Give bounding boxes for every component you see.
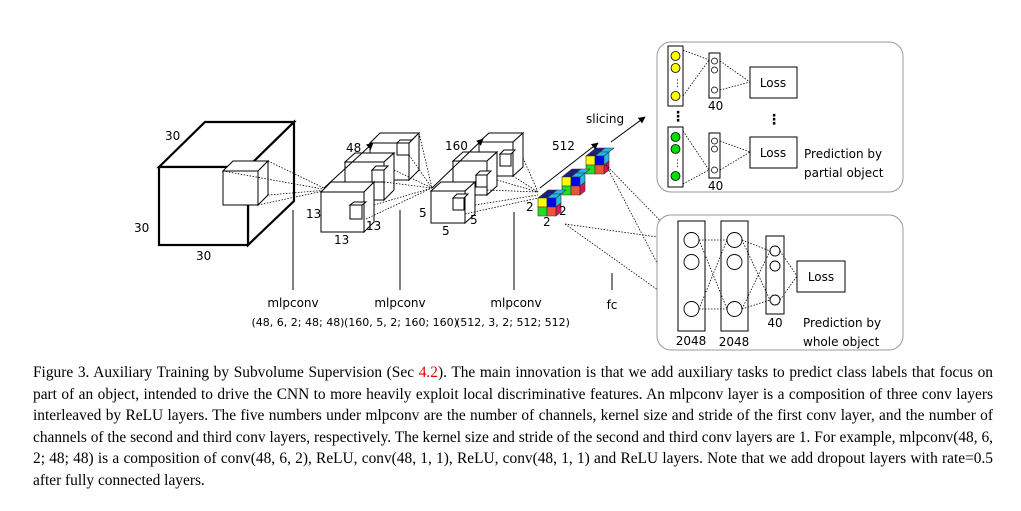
section-reference-link[interactable]: 4.2	[418, 364, 438, 381]
neuron	[670, 91, 681, 101]
neuron	[711, 137, 718, 145]
layer3-params: (512, 3, 2; 512; 512)	[456, 316, 570, 329]
caption-label: Figure 3.	[33, 364, 90, 381]
layer3-width-label: 2	[543, 215, 551, 229]
fc-name: fc	[607, 298, 618, 312]
feature-cube-1	[537, 189, 567, 217]
branch-ellipsis: ⋮	[671, 109, 685, 125]
whole-panel-title-line1: Prediction by	[803, 316, 881, 330]
partial-panel-title-line1: Prediction by	[804, 147, 882, 161]
layer2-channels-label: 160	[445, 139, 468, 153]
layer1-to-layer2-connections	[365, 132, 433, 220]
layer3-depth-label: 2	[559, 204, 567, 218]
partial-panel-title-line2: partial object	[804, 166, 884, 180]
input-width-label: 30	[196, 249, 211, 263]
neuron	[726, 232, 743, 248]
layer2-width-label: 5	[442, 224, 450, 238]
neuron	[726, 301, 743, 317]
neuron	[683, 232, 700, 248]
layer-pointer-lines	[292, 210, 613, 290]
neuron	[683, 254, 700, 270]
caption-title-post: ).	[437, 364, 447, 381]
neuron	[769, 294, 781, 306]
layer2-params: (160, 5, 2; 160; 160)	[344, 316, 458, 329]
partial-loss-label-1: Loss	[760, 76, 786, 90]
layer2-channels-arrow	[431, 138, 484, 189]
partial-loss-box-2	[749, 136, 798, 169]
neuron	[711, 145, 718, 153]
partial-object-panel: ⋮ Loss 40 ⋮ ⋮ ⋮	[656, 41, 904, 193]
whole-loss-box	[796, 260, 846, 293]
layer1-params: (48, 6, 2; 48; 48)	[252, 316, 345, 329]
neuron-ellipsis: ⋮	[673, 79, 682, 89]
layer1-name: mlpconv	[267, 296, 318, 310]
input-depth-label: 30	[165, 129, 180, 143]
feature-cube-2	[561, 168, 591, 196]
slicing-arrow	[610, 116, 646, 143]
neuron	[670, 144, 681, 154]
neuron	[726, 254, 743, 270]
layer3-name: mlpconv	[490, 296, 541, 310]
neuron	[711, 57, 718, 65]
fc2-label: 2048	[719, 335, 750, 349]
layer3-height-label: 2	[526, 200, 534, 214]
layer3-channels-arrow	[539, 142, 599, 189]
fc-connections	[698, 239, 798, 310]
whole-loss-label: Loss	[808, 270, 834, 284]
whole-panel-title-line2: whole object	[803, 335, 880, 349]
architecture-diagram: 30 30 30 ... 13 13 13 48	[134, 41, 904, 351]
figure-caption: Figure 3. Auxiliary Training by Subvolum…	[33, 362, 993, 492]
layer2-name: mlpconv	[374, 296, 425, 310]
partial-branch-1: ⋮ Loss 40	[667, 45, 798, 113]
neuron	[670, 51, 681, 61]
partial-branch-2: ⋮ Loss 40	[667, 126, 798, 193]
layer3-channels-label: 512	[552, 139, 575, 153]
layer1-depth-label: 13	[366, 219, 381, 233]
input-height-label: 30	[134, 221, 149, 235]
receptive-field-cube	[221, 159, 270, 207]
neuron	[670, 132, 681, 142]
layer2-height-label: 5	[419, 206, 427, 220]
caption-body: The main innovation is that we add auxil…	[33, 364, 993, 489]
partial-loss-label-2: Loss	[760, 146, 786, 160]
whole-object-panel: Loss 2048 2048 40 Prediction by whole ob…	[656, 214, 904, 351]
slicing-label: slicing	[586, 112, 624, 126]
partial-hidden-label-1: 40	[708, 99, 723, 113]
neuron	[670, 63, 681, 73]
layer2-volumes: ... 5 5 5 160	[419, 131, 525, 238]
layer1-channels-arrow	[323, 142, 374, 189]
feature-cube-3	[585, 147, 615, 175]
input-to-layer1-connections	[222, 160, 329, 206]
neuron	[683, 301, 700, 317]
fc3-layer	[765, 235, 785, 315]
layer2-to-layer3-connections	[464, 157, 539, 215]
neuron	[711, 86, 718, 94]
fc3-label: 40	[767, 316, 782, 330]
layer1-volumes: ... 13 13 13 48	[306, 131, 421, 247]
partial-hidden-label-2: 40	[708, 179, 723, 193]
layer3-cubes	[537, 147, 615, 217]
neuron	[769, 245, 781, 257]
layer2-depth-label: 5	[470, 213, 478, 227]
neuron	[769, 260, 781, 272]
neuron-ellipsis: ⋮	[673, 159, 682, 169]
layer-captions: mlpconv (48, 6, 2; 48; 48) mlpconv (160,…	[252, 296, 618, 329]
neuron	[670, 171, 681, 181]
input-volume: 30 30 30	[134, 119, 297, 263]
neuron	[711, 166, 718, 174]
layer1-height-label: 13	[306, 207, 321, 221]
layer1-channels-label: 48	[346, 141, 361, 155]
partial-loss-box-1	[749, 66, 798, 99]
caption-title-pre: Auxiliary Training by Subvolume Supervis…	[93, 364, 419, 381]
loss-ellipsis: ⋮	[767, 112, 781, 128]
neuron	[711, 66, 718, 74]
layer1-width-label: 13	[334, 233, 349, 247]
fc1-label: 2048	[676, 334, 707, 348]
